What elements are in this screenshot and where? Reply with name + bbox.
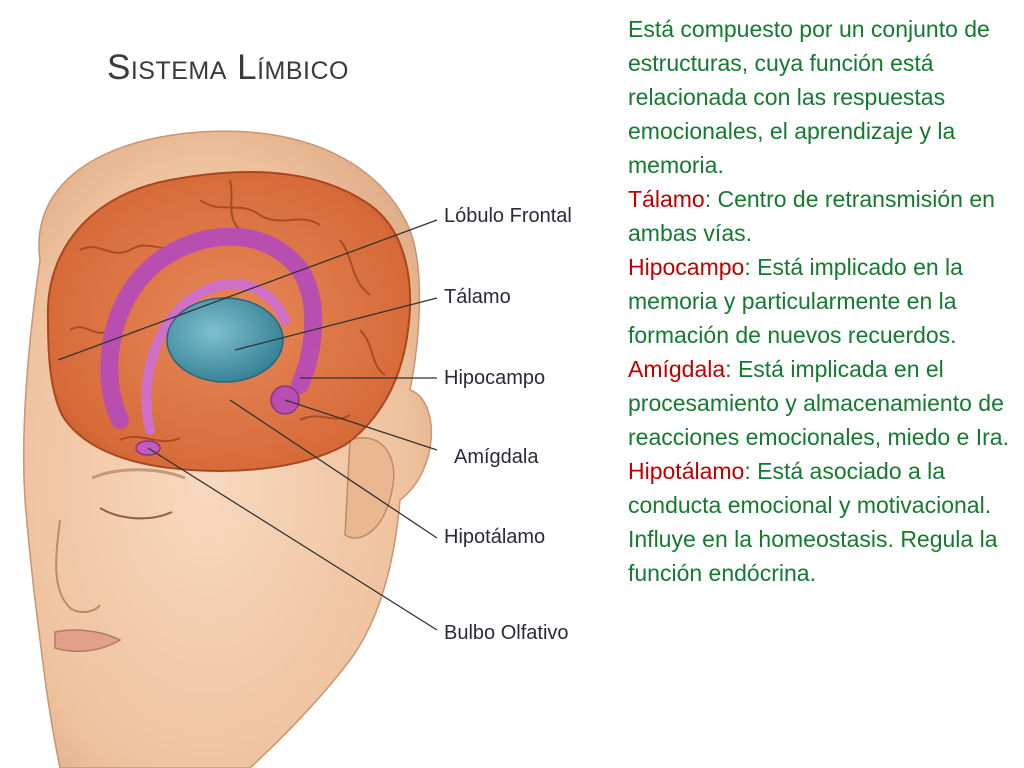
label-lobulo-frontal: Lóbulo Frontal <box>444 205 572 227</box>
leader-talamo <box>234 297 438 351</box>
limbic-ring <box>100 227 323 429</box>
description-item: Amígdala: Está implicada en el procesami… <box>628 352 1020 454</box>
definition-hipocampo: : Está implicado en la memoria y particu… <box>628 254 963 348</box>
mouth-shape <box>54 629 122 653</box>
term-talamo: Tálamo <box>628 186 705 212</box>
description-text: Está compuesto por un conjunto de estruc… <box>628 12 1020 590</box>
term-hipocampo: Hipocampo <box>628 254 745 280</box>
label-bulbo-olfativo: Bulbo Olfativo <box>444 622 569 644</box>
definition-amigdala: : Está implicada en el procesamiento y a… <box>628 356 1009 450</box>
term-amigdala: Amígdala <box>628 356 726 382</box>
slide-title: Sistema Límbico <box>107 48 349 87</box>
leader-amigdala <box>284 399 438 451</box>
ear-shape <box>344 437 395 539</box>
description-item: Tálamo: Centro de retransmisión en ambas… <box>628 182 1020 250</box>
leader-lobulo-frontal <box>57 219 438 361</box>
label-hipotalamo: Hipotálamo <box>444 526 546 548</box>
leader-bulbo-olfativo <box>147 447 438 631</box>
description-item: Hipotálamo: Está asociado a la conducta … <box>628 454 1020 590</box>
description-item: Hipocampo: Está implicado en la memoria … <box>628 250 1020 352</box>
eye-shape <box>99 507 173 520</box>
eyebrow-shape <box>91 468 186 480</box>
definition-talamo: : Centro de retransmisión en ambas vías. <box>628 186 995 246</box>
description-intro: Está compuesto por un conjunto de estruc… <box>628 16 990 178</box>
thalamus-shape <box>166 297 284 383</box>
nose-shape <box>55 519 101 613</box>
leader-hipotalamo <box>229 399 438 539</box>
label-hipocampo: Hipocampo <box>444 367 546 389</box>
term-hipotalamo: Hipotálamo <box>628 458 745 484</box>
label-amigdala: Amígdala <box>454 446 539 468</box>
head-brain-illustration <box>22 130 438 768</box>
definition-hipotalamo: : Está asociado a la conducta emocional … <box>628 458 998 586</box>
limbic-inner <box>141 279 290 435</box>
leader-lines <box>57 219 438 631</box>
label-talamo: Tálamo <box>444 286 511 308</box>
